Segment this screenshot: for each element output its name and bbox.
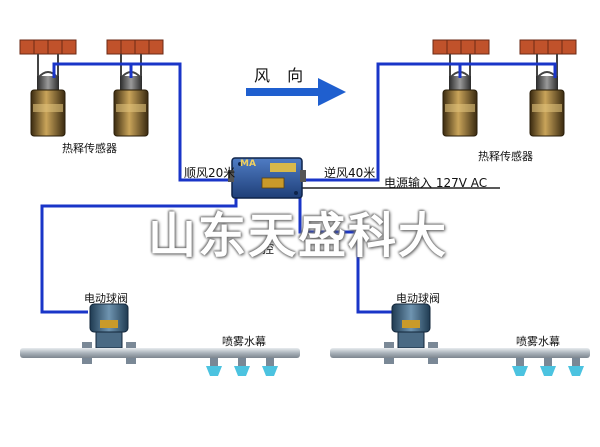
watermark: 山东天盛科大 — [148, 208, 449, 264]
heat-sensor-icon — [442, 54, 478, 137]
curtain-label-left: 喷雾水幕 — [222, 335, 266, 348]
box-brand-label: MA — [240, 159, 256, 169]
signal-cables — [40, 62, 557, 314]
valve-label-right: 电动球阀 — [396, 292, 440, 305]
reverse-wind-label: 逆风40米 — [324, 166, 376, 180]
heat-sensor-icon — [30, 54, 66, 137]
brick-bracket-icon — [106, 39, 164, 55]
valve-label-left: 电动球阀 — [84, 292, 128, 305]
sensor-label-right: 热释传感器 — [478, 150, 533, 163]
spray-nozzle-icon — [512, 358, 584, 376]
wind-arrow-icon — [246, 78, 346, 106]
sensor-label-left: 热释传感器 — [62, 142, 117, 155]
wind-direction-label: 风 向 — [254, 66, 310, 85]
curtain-label-right: 喷雾水幕 — [516, 335, 560, 348]
controller-box-icon — [228, 157, 306, 199]
spray-nozzle-icon — [206, 358, 278, 376]
brick-bracket-icon — [19, 39, 77, 55]
brick-bracket-icon — [519, 39, 577, 55]
water-pipe — [330, 348, 590, 358]
water-pipe — [20, 348, 300, 358]
power-input-label: 电源输入 127V AC — [384, 176, 488, 190]
forward-wind-label: 顺风20米 — [184, 166, 236, 180]
controller-label: 控 — [262, 242, 275, 256]
brick-bracket-icon — [432, 39, 490, 55]
heat-sensor-icon — [529, 54, 565, 137]
